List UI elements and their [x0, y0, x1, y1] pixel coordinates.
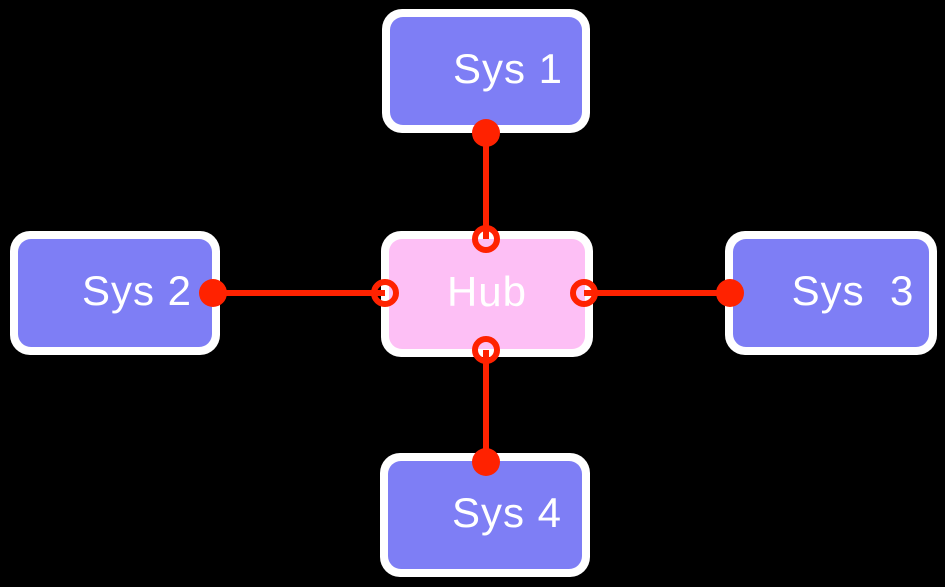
node-sys1-label: Sys 1: [452, 45, 564, 92]
node-hub-body: Hub: [389, 239, 585, 349]
node-sys2: Sys 2: [10, 231, 220, 355]
node-sys2-body: Sys 2: [18, 239, 212, 347]
node-sys4-body: Sys 4: [388, 461, 582, 569]
node-sys4-label: Sys 4: [451, 489, 563, 536]
node-sys3: Sys 3: [725, 231, 937, 355]
node-sys2-label: Sys 2: [81, 267, 193, 314]
node-sys3-body: Sys 3: [733, 239, 929, 347]
node-hub: Hub: [381, 231, 593, 357]
node-sys4: Sys 4: [380, 453, 590, 577]
node-hub-label: Hub: [446, 268, 528, 315]
node-sys3-label: Sys 3: [791, 267, 915, 314]
node-sys1-body: Sys 1: [390, 17, 582, 125]
node-sys1: Sys 1: [382, 9, 590, 133]
